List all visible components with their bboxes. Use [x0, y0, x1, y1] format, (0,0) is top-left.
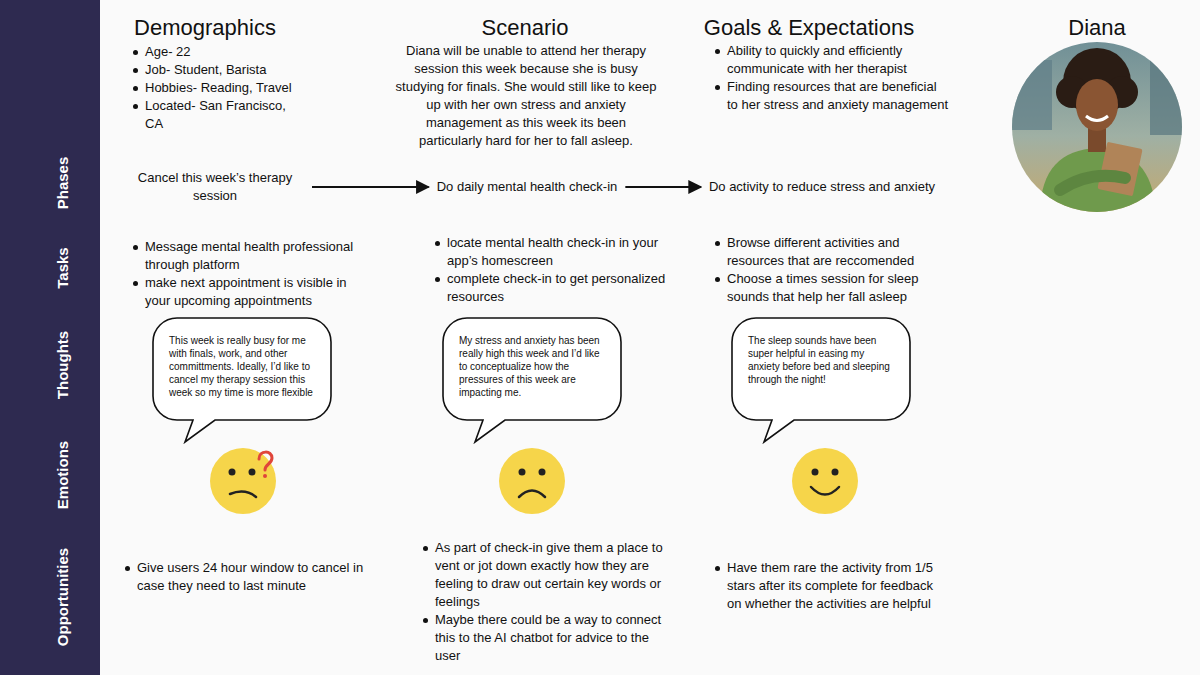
bullet-dot — [423, 618, 428, 623]
phase-text: Do activity to reduce stress and anxiety — [709, 178, 935, 196]
phase-step: Do daily mental health check-in — [437, 178, 618, 196]
bullet-dot — [133, 68, 138, 73]
thought-bubble: My stress and anxiety has been really hi… — [443, 318, 621, 420]
bullet-dot — [133, 281, 138, 286]
section-heading: Scenario — [395, 15, 655, 41]
phase-text: Do daily mental health check-in — [437, 178, 618, 196]
task-item-group: Choose a times session for sleep sounds … — [727, 270, 949, 306]
thought-text: This week is really busy for me with fin… — [169, 334, 317, 399]
bullet-dot — [715, 277, 720, 282]
task-item-group: locate mental health check-in in your ap… — [447, 234, 675, 270]
demographic-item: Located- San Francisco, CA — [145, 97, 300, 133]
task-item: make next appointment is visible in your… — [145, 274, 373, 310]
bullet-dot — [715, 85, 720, 90]
bullet-dot — [133, 50, 138, 55]
task-item-group: Message mental health professional throu… — [145, 238, 373, 274]
bullet-dot — [125, 566, 130, 571]
task-item: Choose a times session for sleep sounds … — [727, 270, 949, 306]
row-label: Thoughts — [54, 331, 71, 399]
opportunity-item: As part of check-in give them a place to… — [435, 539, 675, 611]
row-label: Emotions — [54, 441, 71, 509]
goal-item-group: Finding resources that are beneficial to… — [727, 78, 949, 114]
demographic-item-group: Job- Student, Barista — [145, 61, 305, 79]
task-item-group: make next appointment is visible in your… — [145, 274, 373, 310]
demographic-item-group: Hobbies- Reading, Travel — [145, 79, 315, 97]
sad-emoji — [499, 448, 565, 514]
scenario-text: Diana will be unable to attend her thera… — [395, 42, 657, 150]
demographic-item: Age- 22 — [145, 43, 305, 61]
persona-photo — [1010, 40, 1185, 215]
opportunity-item: Give users 24 hour window to cancel in c… — [137, 559, 367, 595]
section-heading: Goals & Expectations — [678, 15, 940, 41]
task-item-group: Browse different activities and resource… — [727, 234, 949, 270]
happy-emoji — [792, 448, 858, 514]
bullet-dot — [435, 241, 440, 246]
opportunity-item-group: Give users 24 hour window to cancel in c… — [137, 559, 367, 595]
task-item: locate mental health check-in in your ap… — [447, 234, 675, 270]
scenario-text-group: Diana will be unable to attend her thera… — [395, 42, 657, 150]
confused-emoji — [210, 448, 276, 514]
demographic-item: Hobbies- Reading, Travel — [145, 79, 315, 97]
thought-text: The sleep sounds have been super helpful… — [748, 334, 896, 386]
bullet-dot — [715, 49, 720, 54]
task-item: Message mental health professional throu… — [145, 238, 373, 274]
flow-arrow — [625, 186, 701, 188]
task-item: complete check-in to get personalized re… — [447, 270, 675, 306]
goal-item-group: Ability to quickly and efficiently commu… — [727, 42, 949, 78]
demographic-item-group: Age- 22 — [145, 43, 305, 61]
opportunity-item-group: Have them rare the activity from 1/5 sta… — [727, 559, 949, 613]
goal-item: Ability to quickly and efficiently commu… — [727, 42, 949, 78]
goal-item: Finding resources that are beneficial to… — [727, 78, 949, 114]
row-label: Tasks — [54, 247, 71, 288]
bubble-shape — [153, 318, 331, 442]
row-label: Phases — [54, 157, 71, 210]
row-label: Opportunities — [54, 548, 71, 646]
demographic-item-group: Located- San Francisco, CA — [145, 97, 300, 133]
bullet-dot — [133, 104, 138, 109]
phase-sidebar: PhasesTasksThoughtsEmotionsOpportunities — [0, 0, 100, 675]
bubble-shape — [732, 318, 910, 442]
phase-step: Do activity to reduce stress and anxiety — [709, 178, 935, 196]
task-item: Browse different activities and resource… — [727, 234, 949, 270]
task-item-group: complete check-in to get personalized re… — [447, 270, 675, 306]
section-heading: Demographics — [105, 15, 305, 41]
section-heading-group: Scenario — [395, 15, 655, 41]
opportunity-item: Maybe there could be a way to connect th… — [435, 611, 675, 665]
phase-step: Cancel this week’s therapy session — [126, 169, 304, 205]
thought-text: My stress and anxiety has been really hi… — [459, 334, 607, 399]
opportunity-item-group: Maybe there could be a way to connect th… — [435, 611, 675, 665]
section-heading-group: Demographics — [105, 15, 305, 41]
bullet-dot — [715, 241, 720, 246]
opportunity-item-group: As part of check-in give them a place to… — [435, 539, 675, 611]
flow-arrow — [312, 186, 429, 188]
bullet-dot — [133, 245, 138, 250]
bullet-dot — [423, 546, 428, 551]
bullet-dot — [715, 566, 720, 571]
demographic-item: Job- Student, Barista — [145, 61, 305, 79]
persona-name: Diana — [1017, 15, 1177, 41]
thought-bubble: The sleep sounds have been super helpful… — [732, 318, 910, 420]
section-heading-group: Goals & Expectations — [678, 15, 940, 41]
persona-name-group: Diana — [1017, 15, 1177, 41]
opportunity-item: Have them rare the activity from 1/5 sta… — [727, 559, 949, 613]
phase-text: Cancel this week’s therapy session — [126, 169, 304, 205]
thought-bubble: This week is really busy for me with fin… — [153, 318, 331, 420]
bullet-dot — [133, 86, 138, 91]
bubble-shape — [443, 318, 621, 442]
bullet-dot — [435, 277, 440, 282]
